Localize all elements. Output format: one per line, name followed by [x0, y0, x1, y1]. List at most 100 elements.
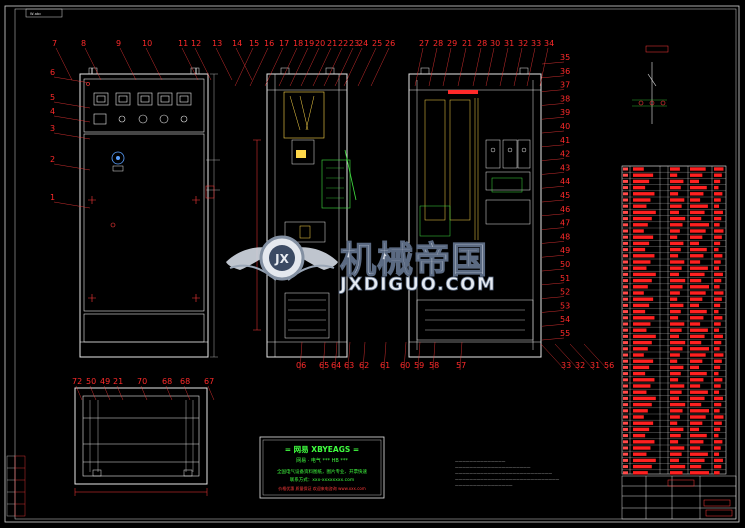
callout-bottom_side-8: 58 — [429, 361, 439, 370]
parts-table-cell — [690, 464, 702, 469]
callout-top_front-4: 11 — [178, 39, 188, 48]
parts-table-cell — [633, 464, 652, 469]
parts-table-index — [623, 465, 628, 469]
parts-table-index — [623, 359, 628, 363]
left-margin-table — [6, 455, 26, 517]
parts-table-cell — [690, 167, 706, 171]
parts-table-cell — [670, 210, 679, 215]
callout-top_front-3: 10 — [142, 39, 152, 48]
callout-right_rear-19: 54 — [560, 315, 570, 324]
parts-table-cell — [670, 260, 685, 264]
parts-table-cell — [714, 353, 724, 357]
parts-table-cell — [670, 254, 679, 258]
leader-right_rear-7 — [541, 158, 565, 161]
parts-table-index — [623, 452, 628, 456]
parts-table-cell — [714, 260, 721, 264]
parts-table-cell — [690, 390, 708, 394]
parts-table-cell — [633, 167, 644, 171]
side-view — [253, 67, 357, 358]
parts-table-cell — [690, 433, 707, 438]
callout-right_rear-4: 39 — [560, 108, 570, 117]
leader-bottom_side-2 — [334, 341, 338, 371]
parts-table-cell — [633, 409, 648, 413]
leader-plan_top-6 — [183, 385, 191, 401]
parts-table-cell — [670, 340, 686, 345]
parts-table-cell — [670, 464, 686, 469]
parts-table-cell — [633, 440, 655, 444]
parts-table-cell — [633, 285, 648, 289]
callout-left_front-0: 6 — [50, 68, 55, 77]
parts-table-cell — [690, 446, 701, 450]
callout-plan_top-2: 49 — [100, 377, 110, 386]
leader-right_rear-10 — [541, 199, 565, 203]
leader-top_front-3 — [145, 47, 163, 81]
callout-bottom_side-2: 64 — [331, 361, 341, 370]
callout-bottom_rear-2: 31 — [590, 361, 600, 370]
leader-bottom_rear-0 — [540, 343, 566, 371]
parts-table-index — [623, 365, 628, 369]
notes-line-2: ————————————————————— — [455, 465, 531, 469]
leader-left_front-1 — [53, 101, 91, 109]
callout-top_side-9: 24 — [358, 39, 368, 48]
parts-table-index — [623, 173, 628, 177]
parts-table-cell — [714, 297, 722, 301]
callout-top_rear-0: 27 — [419, 39, 429, 48]
callout-top_front-7: 14 — [232, 39, 242, 48]
parts-table-cell — [633, 384, 651, 388]
parts-table-cell — [690, 359, 703, 363]
callout-top_side-11: 26 — [385, 39, 395, 48]
parts-table-cell — [714, 179, 721, 184]
leader-plan_top-2 — [103, 385, 111, 401]
shop-name: = 网易 XBYEAGS = — [285, 445, 359, 454]
parts-table-cell — [670, 440, 679, 444]
parts-table-cell — [670, 359, 678, 363]
parts-table-cell — [633, 229, 644, 233]
shop-line-3: 价格优惠 质量保证 欢迎来电咨询 www.xxx.com — [278, 485, 366, 491]
parts-table-cell — [714, 254, 723, 258]
parts-table-cell — [690, 427, 699, 432]
leader-top_side-1 — [249, 47, 269, 87]
parts-table-cell — [670, 384, 685, 388]
parts-table-cell — [670, 247, 681, 252]
parts-table-cell — [690, 266, 708, 270]
leader-right_rear-6 — [541, 144, 565, 147]
parts-table-cell — [633, 353, 644, 357]
parts-table-cell — [670, 173, 678, 177]
callout-bottom_side-4: 62 — [359, 361, 369, 370]
parts-table-index — [623, 390, 628, 394]
parts-table-cell — [690, 185, 707, 190]
parts-table-cell — [670, 241, 684, 246]
callout-plan_top-3: 21 — [113, 377, 123, 386]
parts-table-cell — [714, 384, 721, 388]
parts-table-cell — [714, 229, 724, 233]
leader-top_side-11 — [370, 47, 390, 87]
parts-table-cell — [690, 297, 703, 301]
parts-table-cell — [670, 433, 681, 438]
parts-table-index — [623, 421, 628, 425]
notes-line-5: ———————————————— — [455, 483, 513, 487]
parts-table-cell — [714, 223, 720, 227]
parts-table-cell — [633, 266, 647, 270]
callout-bottom_side-9: 57 — [456, 361, 466, 370]
callout-top_side-2: 17 — [279, 39, 289, 48]
front-view — [79, 67, 220, 358]
parts-table-cell — [714, 359, 722, 363]
rear-view — [408, 67, 542, 358]
callout-top_rear-6: 31 — [504, 39, 514, 48]
leader-bottom_rear-2 — [569, 343, 595, 371]
parts-table-cell — [690, 223, 709, 227]
parts-table-cell — [633, 173, 654, 177]
parts-table-cell — [714, 347, 720, 351]
parts-table-cell — [714, 235, 722, 239]
callout-top_rear-7: 32 — [518, 39, 528, 48]
parts-table-cell — [714, 458, 723, 463]
parts-table-cell — [633, 396, 656, 401]
parts-table-index — [623, 316, 628, 320]
parts-table-cell — [690, 173, 703, 177]
parts-table-index — [623, 372, 628, 376]
parts-table-cell — [714, 322, 721, 326]
callout-top_rear-2: 29 — [447, 39, 457, 48]
parts-table-cell — [633, 390, 647, 394]
parts-table-index — [623, 384, 628, 388]
